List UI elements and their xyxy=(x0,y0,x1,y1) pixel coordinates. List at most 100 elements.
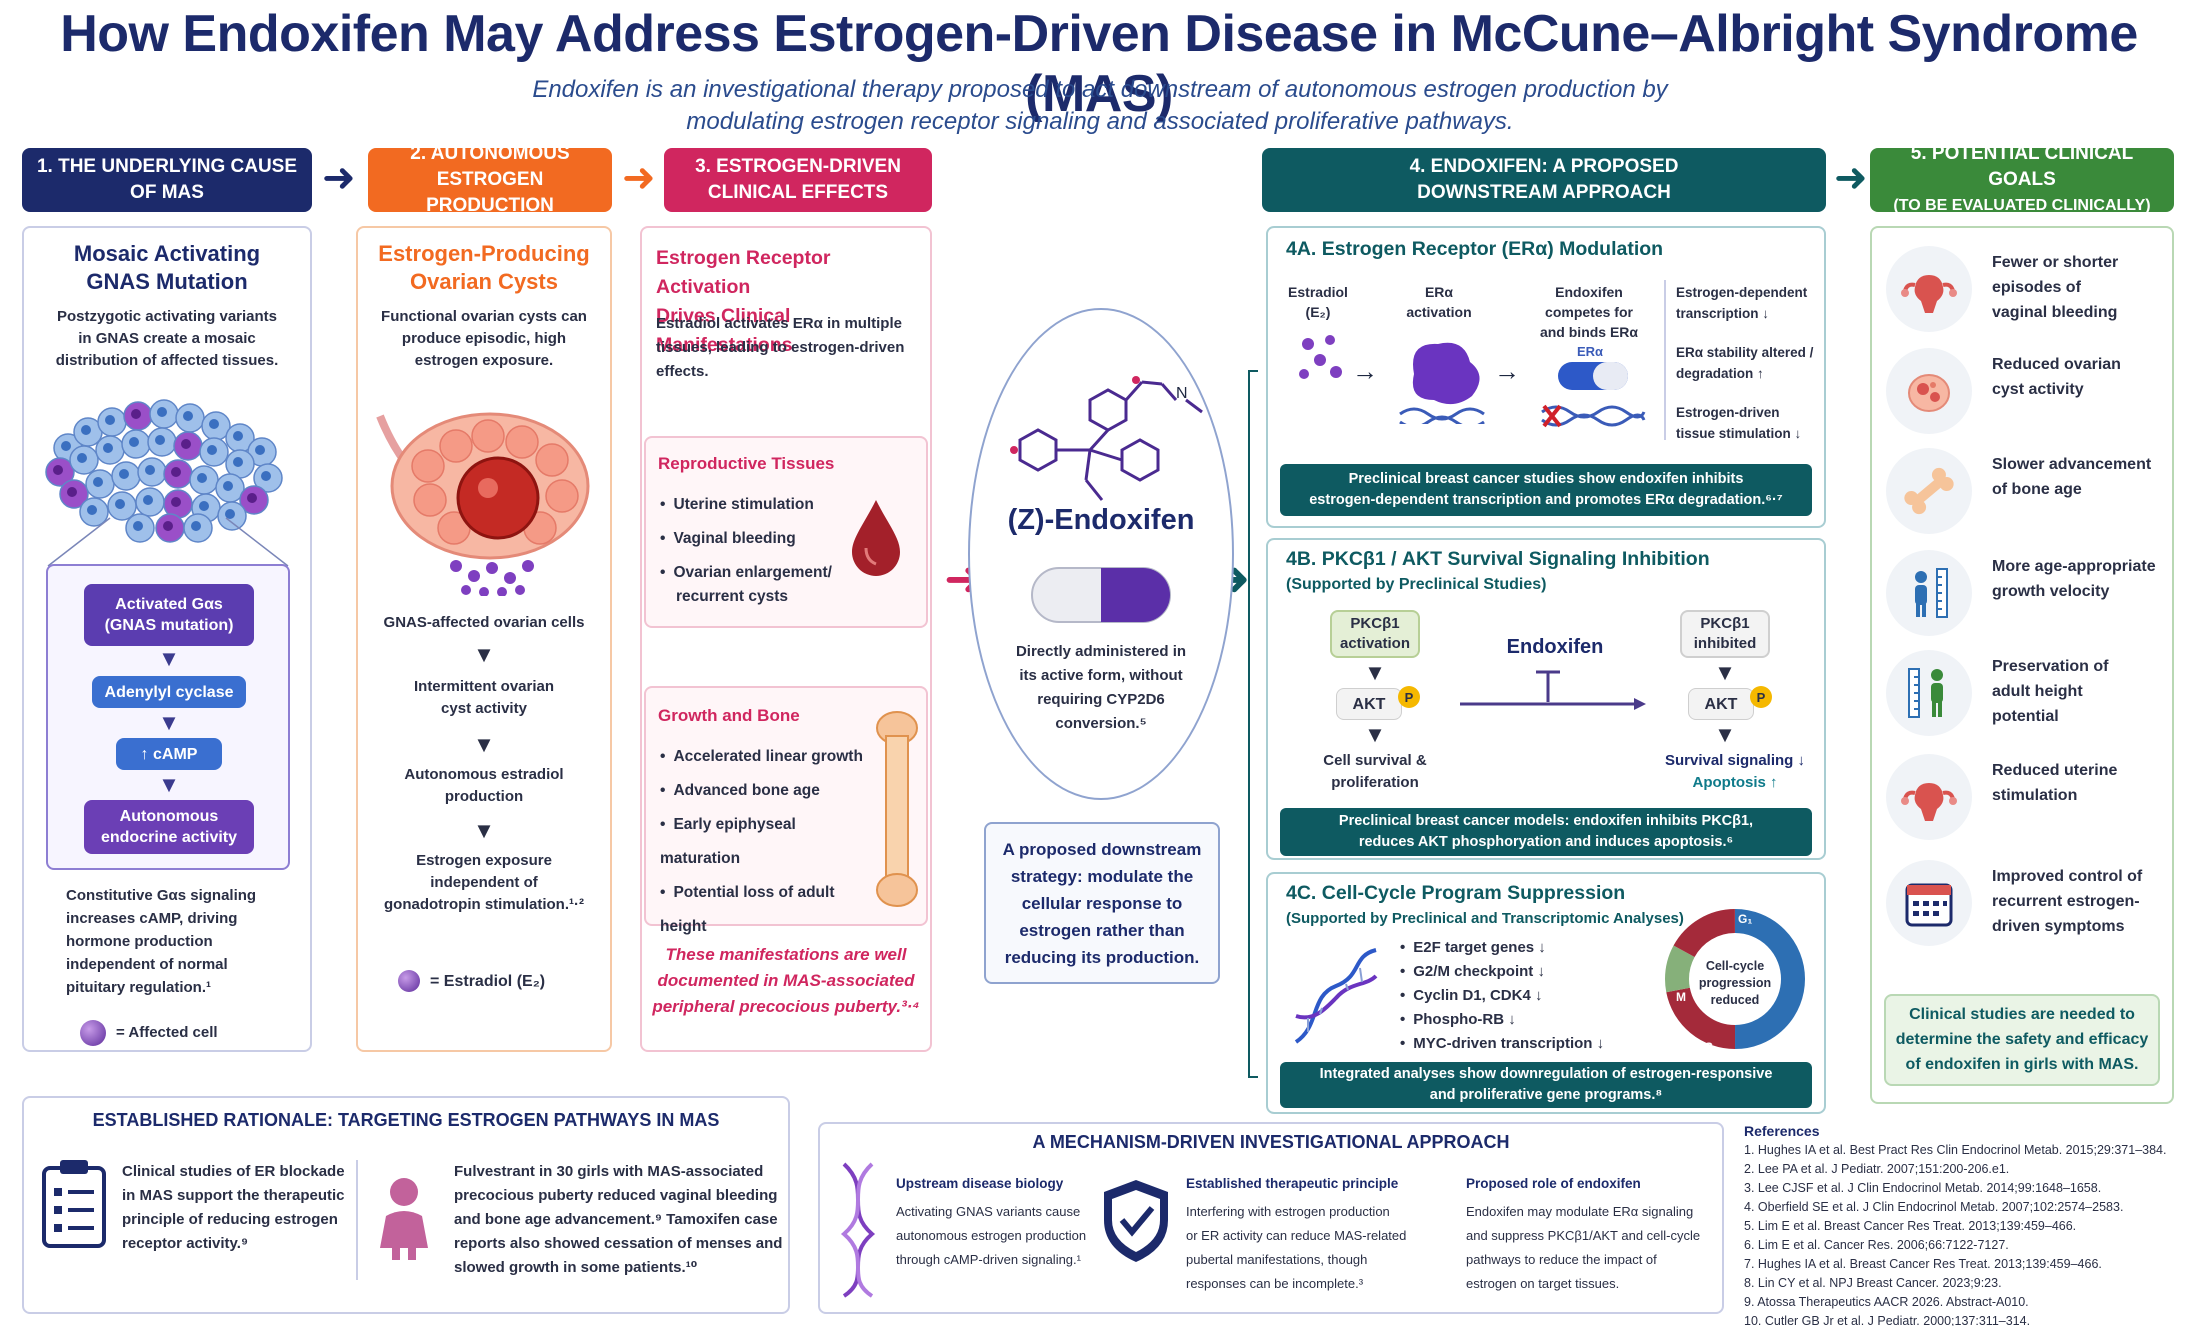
capsule-icon xyxy=(1031,567,1171,623)
reference-item: 1. Hughes IA et al. Best Pract Res Clin … xyxy=(1744,1143,2167,1157)
col5-header: 5. POTENTIAL CLINICAL GOALS(TO BE EVALUA… xyxy=(1870,143,2174,214)
section-4b-note: Preclinical breast cancer models: endoxi… xyxy=(1280,808,1812,856)
akt-box: AKT xyxy=(1336,688,1402,720)
estradiol-legend: = Estradiol (E₂) xyxy=(430,973,546,990)
uterus-icon xyxy=(1886,754,1972,840)
references-title: References xyxy=(1744,1123,1820,1139)
growth-title: Growth and Bone xyxy=(658,706,800,725)
dna-helix-icon xyxy=(1294,948,1378,1044)
long-bone-icon xyxy=(876,711,918,907)
ovarian-cyst-icon xyxy=(376,412,590,596)
clipboard-icon xyxy=(42,1160,106,1248)
col5-footnote-box xyxy=(1884,994,2160,1086)
section-4b-title: 4B. PKCβ1 / AKT Survival Signaling Inhib… xyxy=(1286,548,1710,570)
arrow-icon: → xyxy=(1352,356,1378,386)
drug-name: (Z)-Endoxifen xyxy=(1007,504,1195,536)
down-arrow-icon: ▼ xyxy=(473,642,495,667)
estradiol-molecules-icon xyxy=(1299,335,1342,379)
activated-gas-box: Activated Gαs(GNAS mutation) xyxy=(84,584,254,646)
reference-item: 7. Hughes IA et al. Breast Cancer Res Tr… xyxy=(1744,1257,2102,1271)
list-item: Vaginal bleeding xyxy=(660,522,860,556)
blood-drop-icon xyxy=(852,500,900,576)
down-arrow-icon: ▼ xyxy=(1714,660,1736,685)
section-4b-subtitle: (Supported by Preclinical Studies) xyxy=(1286,576,1547,593)
list-item: Uterine stimulation xyxy=(660,488,860,522)
estradiol-label: Estradiol(E₂) xyxy=(1288,284,1348,320)
adenylyl-cyclase-box: Adenylyl cyclase xyxy=(92,676,246,708)
era-label: ERα xyxy=(1576,344,1604,359)
rationale-title: ESTABLISHED RATIONALE: TARGETING ESTROGE… xyxy=(92,1110,720,1130)
survival-result-label: Survival signaling ↓Apoptosis ↑ xyxy=(1664,752,1806,791)
ovary-icon xyxy=(1886,348,1972,434)
calendar-icon xyxy=(1886,860,1972,946)
col2-step1: GNAS-affected ovarian cells xyxy=(383,614,585,631)
down-arrow-icon: ▼ xyxy=(158,772,180,797)
reproductive-list: Uterine stimulation Vaginal bleeding Ova… xyxy=(660,488,860,590)
down-arrow-icon: ▼ xyxy=(473,732,495,757)
phase-m-label: M xyxy=(1676,990,1686,1004)
mechanism-c3-title: Proposed role of endoxifen xyxy=(1466,1176,1641,1191)
section-4c-title: 4C. Cell-Cycle Program Suppression xyxy=(1286,882,1626,904)
reference-item: 8. Lin CY et al. NPJ Breast Cancer. 2023… xyxy=(1744,1276,2002,1290)
list-item: G2/M checkpoint ↓ xyxy=(1400,960,1650,984)
section-4a-title: 4A. Estrogen Receptor (ERα) Modulation xyxy=(1286,238,1664,260)
list-item: Accelerated linear growth xyxy=(660,740,880,774)
cell-survival-label: Cell survival &proliferation xyxy=(1323,752,1427,791)
mechanism-c1-title: Upstream disease biology xyxy=(896,1176,1064,1191)
down-arrow-icon: ▼ xyxy=(1364,722,1386,747)
growth-list: Accelerated linear growth Advanced bone … xyxy=(660,740,880,944)
inhibition-arrow-icon xyxy=(1460,670,1646,710)
mechanism-title: A MECHANISM-DRIVEN INVESTIGATIONAL APPRO… xyxy=(1032,1132,1510,1152)
down-arrow-icon: ▼ xyxy=(1714,722,1736,747)
list-item: Potential loss of adult height xyxy=(660,876,880,944)
girl-icon xyxy=(380,1178,428,1260)
uterus-icon xyxy=(1886,246,1972,332)
reference-item: 2. Lee PA et al. J Pediatr. 2007;151:200… xyxy=(1744,1162,2010,1176)
phase-s-label: S xyxy=(1788,1028,1797,1042)
growth-icon xyxy=(1886,550,1972,636)
reference-item: 3. Lee CJSF et al. J Clin Endocrinol Met… xyxy=(1744,1181,2102,1195)
list-item: Advanced bone age xyxy=(660,774,880,808)
reference-item: 4. Oberfield SE et al. J Clin Endocrinol… xyxy=(1744,1200,2124,1214)
down-arrow-icon: ▼ xyxy=(158,710,180,735)
reference-item: 5. Lim E et al. Breast Cancer Res Treat.… xyxy=(1744,1219,2077,1233)
down-arrow-icon: ▼ xyxy=(473,818,495,843)
height-icon xyxy=(1886,650,1972,736)
arrow-icon: ➜ xyxy=(1834,156,1868,200)
page-subtitle: Endoxifen is an investigational therapy … xyxy=(200,74,2000,138)
mosaic-cells-icon xyxy=(45,399,289,567)
phase-g2-label: G₂ xyxy=(1704,1040,1719,1054)
strategy-box xyxy=(984,822,1220,984)
section-4c-note: Integrated analyses show downregulation … xyxy=(1280,1062,1812,1108)
estradiol-icon xyxy=(398,970,420,992)
rationale-right-text: Fulvestrant in 30 girls with MAS-associa… xyxy=(454,1163,783,1276)
endoxifen-structure-icon: N xyxy=(1010,376,1203,501)
dna-strand-icon xyxy=(840,1162,876,1298)
shield-check-icon xyxy=(1104,1180,1168,1262)
divider xyxy=(1664,280,1666,440)
col2-panel xyxy=(356,226,612,1052)
subtitle-line: Endoxifen is an investigational therapy … xyxy=(532,76,1668,103)
